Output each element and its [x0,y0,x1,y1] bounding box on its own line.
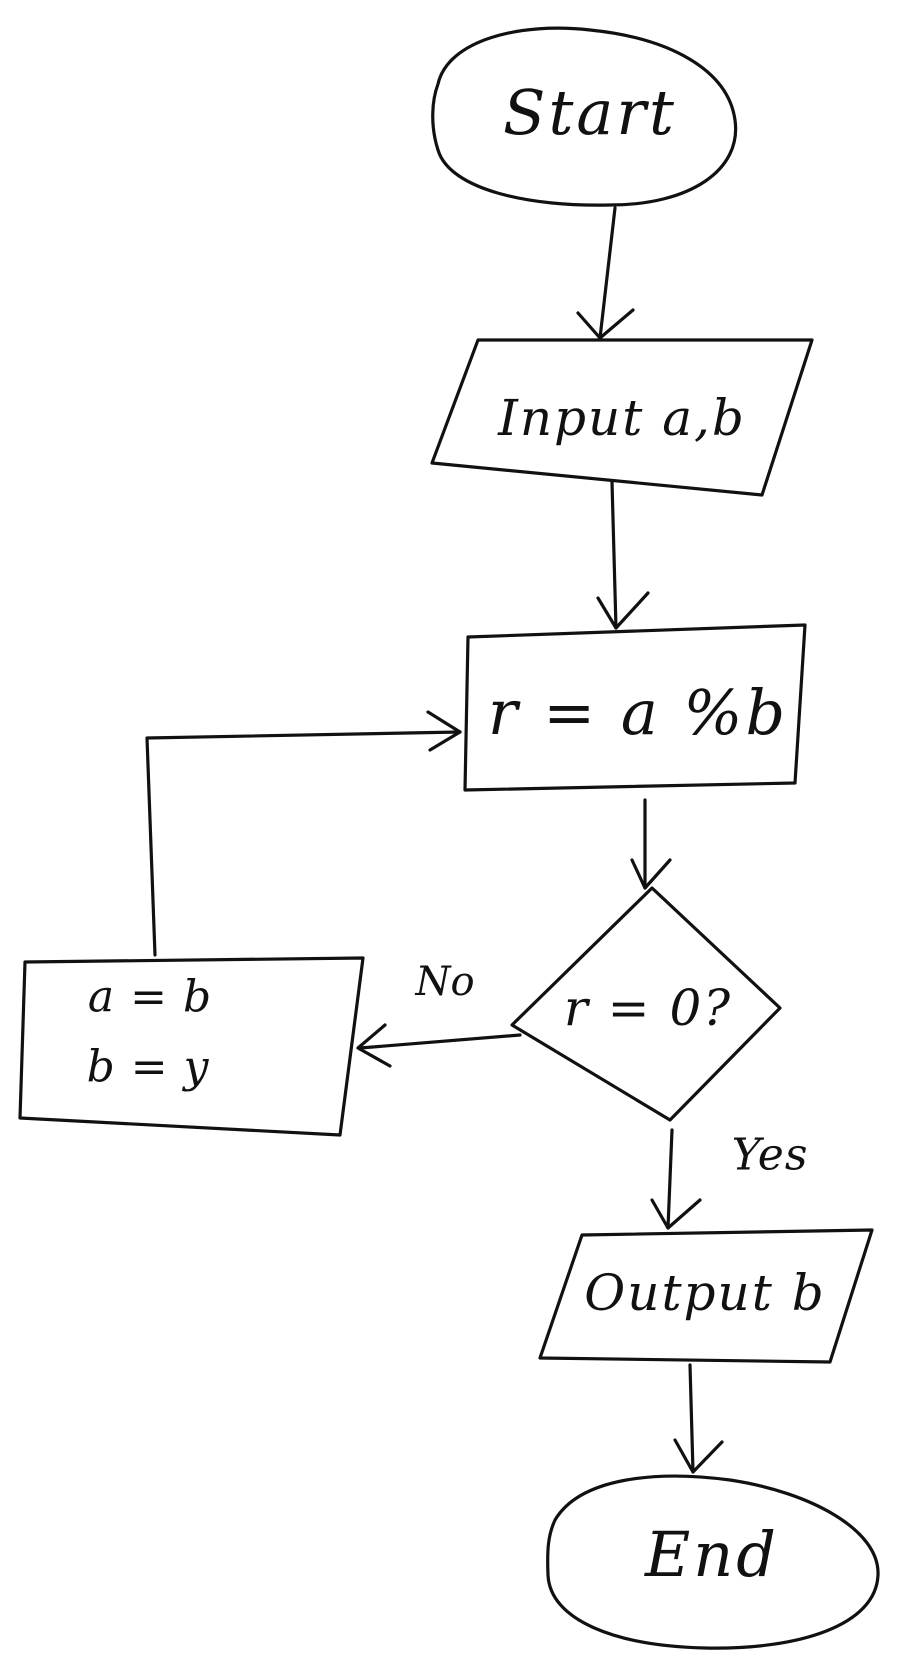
end-oval [546,1474,880,1650]
start-node: Start [431,26,738,207]
yes-label: Yes [732,1130,809,1181]
arrow-input-to-process [596,480,650,630]
process-node: r = a %b [463,623,807,792]
end-node: End [546,1474,880,1650]
arrow-no-branch: No [356,959,522,1068]
arrow-process-to-decision [630,798,672,890]
end-label: End [644,1518,779,1591]
input-label: Input a,b [497,389,746,447]
arrow-start-to-input [576,206,635,340]
output-node: Output b [538,1228,874,1364]
decision-node: r = 0? [510,886,782,1122]
no-label: No [414,959,474,1005]
arrow-output-to-end [673,1363,724,1474]
swap-rectangle [18,956,365,1137]
arrow-yes-branch: Yes [650,1128,809,1230]
input-node: Input a,b [430,338,814,497]
start-label: Start [503,76,677,149]
swap-line-1: a = b [88,972,212,1023]
swap-line-2: b = y [87,1042,210,1093]
decision-diamond [510,886,782,1122]
decision-label: r = 0? [564,979,732,1037]
swap-node: a = b b = y [18,956,365,1137]
input-parallelogram [430,338,814,497]
arrow-loop-back [145,710,462,957]
output-label: Output b [584,1264,826,1322]
process-rectangle [463,623,807,792]
start-oval [431,26,738,207]
output-parallelogram [538,1228,874,1364]
process-label: r = a %b [488,676,788,749]
